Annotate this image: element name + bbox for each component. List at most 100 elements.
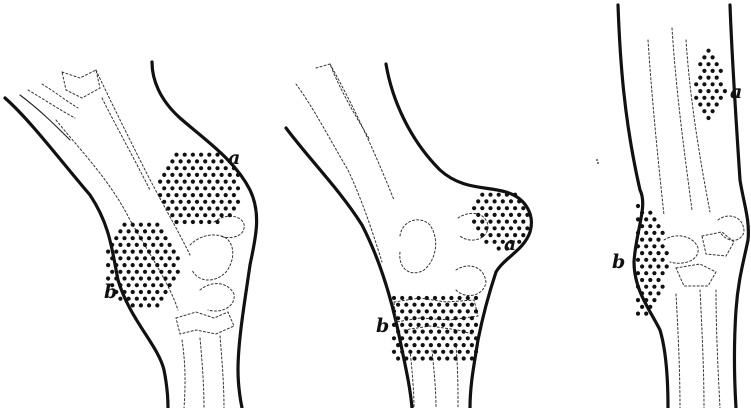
stipple-dot [449, 323, 453, 327]
stipple-dot [417, 309, 421, 313]
stipple-dot [470, 356, 474, 360]
stipple-dot [421, 343, 425, 347]
stipple-dot [228, 213, 232, 217]
stipple-dot [517, 226, 521, 230]
stipple-dot [404, 330, 408, 334]
stipple-dot [652, 217, 656, 221]
stipple-dot [392, 323, 396, 327]
stipple-dot [517, 213, 521, 217]
stipple-dot [505, 206, 509, 210]
stipple-dot [706, 102, 710, 106]
stipple-dot [187, 173, 191, 177]
left-inner-outline [152, 62, 257, 408]
stipple-dot [147, 303, 151, 307]
stipple-dot [636, 298, 640, 302]
stipple-dot [183, 166, 187, 170]
stipple-dot [127, 243, 131, 247]
stipple-dot [656, 238, 660, 242]
stipple-dot [723, 89, 727, 93]
stipple-dot [636, 271, 640, 275]
middle-dots-a [472, 193, 530, 251]
stipple-dot [458, 309, 462, 313]
speck [596, 159, 598, 161]
stipple-dot [159, 256, 163, 260]
stipple-dot [135, 283, 139, 287]
stipple-dot [706, 49, 710, 53]
stipple-dot [127, 229, 131, 233]
stipple-dot [648, 211, 652, 215]
right-inner-outline [730, 5, 748, 408]
stipple-dot [106, 263, 110, 267]
stipple-dot [458, 296, 462, 300]
stipple-dot [110, 243, 114, 247]
stipple-dot [501, 199, 505, 203]
stipple-dot [203, 186, 207, 190]
stipple-dot [644, 271, 648, 275]
stipple-dot [215, 193, 219, 197]
stipple-dot [513, 220, 517, 224]
stipple-dot [135, 243, 139, 247]
stipple-dot [449, 350, 453, 354]
stipple-dot [118, 256, 122, 260]
stipple-dot [476, 226, 480, 230]
stipple-dot [396, 343, 400, 347]
stipple-dot [131, 223, 135, 227]
stipple-dot [118, 297, 122, 301]
middle-label-b: b [376, 315, 389, 337]
stipple-dot [191, 206, 195, 210]
stipple-dot [417, 336, 421, 340]
stipple-dot [114, 290, 118, 294]
stipple-dot [719, 82, 723, 86]
stipple-dot [644, 258, 648, 262]
stipple-dot [636, 231, 640, 235]
stipple-dot [517, 199, 521, 203]
stipple-dot [711, 55, 715, 59]
stipple-dot [195, 186, 199, 190]
left-bone-4 [176, 312, 234, 408]
stipple-dot [106, 276, 110, 280]
stipple-dot [648, 291, 652, 295]
stipple-dot [445, 330, 449, 334]
stipple-dot [521, 220, 525, 224]
stipple-dot [429, 303, 433, 307]
stipple-dot [661, 258, 665, 262]
stipple-dot [199, 180, 203, 184]
stipple-dot [155, 223, 159, 227]
right-bone-2 [664, 216, 744, 286]
right-wrist-figure: a b [612, 5, 748, 408]
stipple-dot [715, 89, 719, 93]
stipple-dot [493, 199, 497, 203]
stipple-dot [417, 350, 421, 354]
stipple-dot [236, 200, 240, 204]
stipple-dot [220, 159, 224, 163]
stipple-dot [122, 250, 126, 254]
stipple-dot [474, 336, 478, 340]
stipple-dot [462, 330, 466, 334]
stipple-dot [155, 303, 159, 307]
stipple-dot [392, 296, 396, 300]
stipple-dot [203, 200, 207, 204]
stipple-dot [694, 82, 698, 86]
stipple-dot [661, 285, 665, 289]
stipple-dot [168, 256, 172, 260]
stipple-dot [412, 303, 416, 307]
stipple-dot [143, 256, 147, 260]
stipple-dot [147, 236, 151, 240]
stipple-dot [702, 55, 706, 59]
stipple-dot [207, 193, 211, 197]
stipple-dot [162, 173, 166, 177]
stipple-dot [215, 153, 219, 157]
stipple-dot [417, 323, 421, 327]
stipple-dot [224, 193, 228, 197]
stipple-dot [191, 166, 195, 170]
stipple-dot [425, 336, 429, 340]
stipple-dot [453, 316, 457, 320]
stipple-dot [462, 303, 466, 307]
stipple-dot [644, 285, 648, 289]
stipple-dot [644, 298, 648, 302]
stipple-dot [158, 180, 162, 184]
stipple-dot [122, 263, 126, 267]
stipple-dot [493, 240, 497, 244]
stipple-dot [466, 323, 470, 327]
stipple-dot [135, 297, 139, 301]
